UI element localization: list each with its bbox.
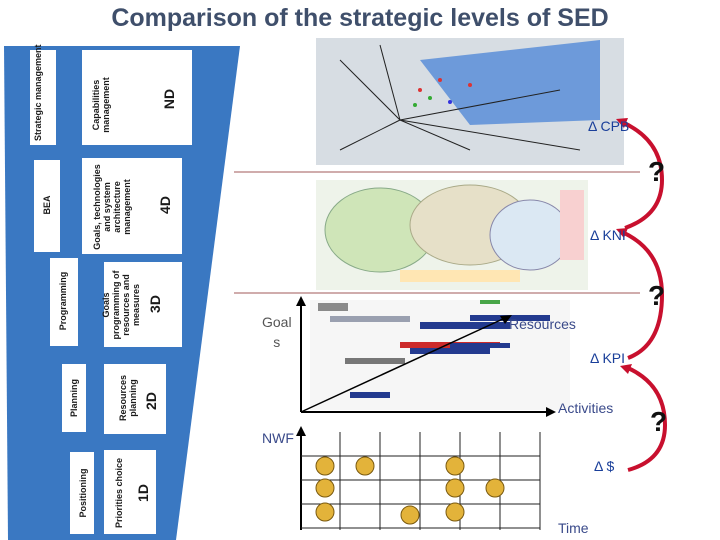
- level-box-5-left: [70, 452, 94, 534]
- feedback-arcs: [621, 120, 668, 472]
- delta-kpi-label: Δ KPI: [590, 350, 626, 366]
- resources-label: Resources: [509, 316, 576, 332]
- page-title: Comparison of the strategic levels of SE…: [111, 4, 609, 32]
- level-5-mid-label: Priorities choice: [114, 457, 124, 529]
- time-label: Time: [558, 520, 589, 536]
- level-2-mid-label: Goals, technologies and system architect…: [92, 164, 132, 250]
- level-box-2-left: [34, 160, 60, 252]
- level-3-mid-label: Goals programming of resources and measu…: [101, 270, 141, 340]
- level-2-code: 4D: [157, 196, 173, 214]
- level-box-4-left: [62, 364, 86, 432]
- level-box-5-mid: [104, 450, 156, 534]
- level-3-code: 3D: [147, 295, 163, 313]
- activities-label: Activities: [558, 400, 614, 416]
- goals-label: Goal s: [262, 314, 292, 350]
- money-bag-icon: [315, 456, 505, 525]
- level-5-code: 1D: [135, 484, 151, 502]
- level-1-left-label: Strategic management: [33, 44, 43, 141]
- level-box-3-left: [50, 258, 78, 346]
- delta-kni-label: Δ KNI: [590, 227, 626, 243]
- level-4-left-label: Planning: [69, 379, 79, 417]
- level-box-2-mid: [82, 158, 182, 254]
- level-3-left-label: Programming: [58, 271, 68, 331]
- delta-money-label: Δ $: [594, 458, 615, 474]
- level-5-left-label: Positioning: [78, 468, 88, 518]
- question-mark-1: ?: [648, 156, 666, 187]
- question-mark-2: ?: [648, 280, 666, 311]
- delta-cpb-label: Δ CPB: [588, 118, 630, 134]
- level-1-mid-label: Capabilities management: [91, 77, 111, 133]
- level-4-code: 2D: [143, 392, 159, 410]
- question-mark-3: ?: [650, 406, 668, 437]
- level-2-left-label: BEA: [42, 195, 52, 215]
- level-box-1-left: [30, 50, 56, 145]
- level-box-1-mid: [82, 50, 192, 145]
- nwf-label: NWF: [262, 430, 294, 446]
- level-1-code: ND: [161, 88, 177, 110]
- level-box-3-mid: [104, 262, 182, 347]
- level-box-4-mid: [104, 364, 166, 434]
- level-4-mid-label: Resources planning: [118, 374, 138, 422]
